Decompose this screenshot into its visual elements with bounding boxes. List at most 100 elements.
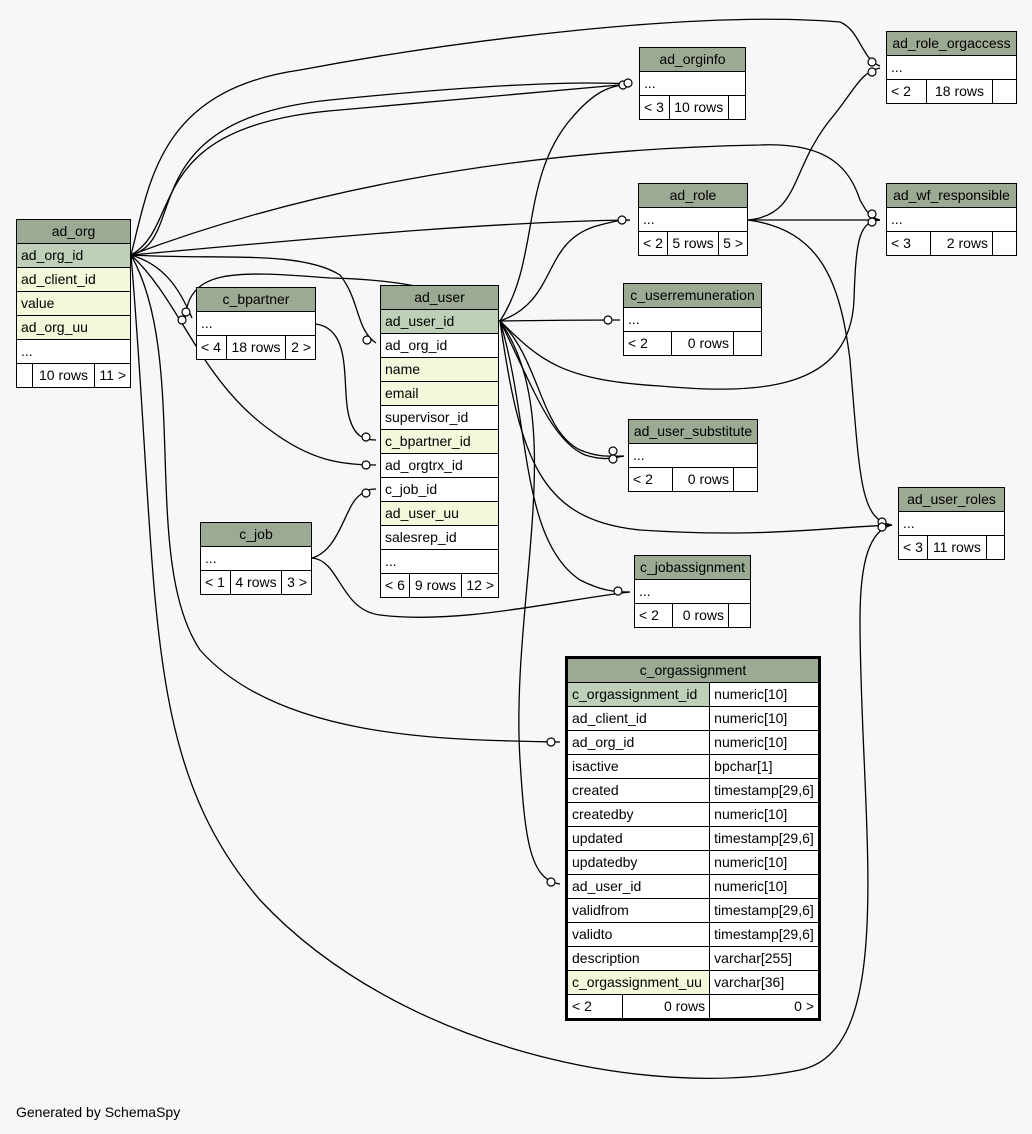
edge-ad-org-ad-user-org	[130, 254, 377, 344]
table-header[interactable]: c_job	[200, 522, 312, 547]
column-type: timestamp[29,6]	[709, 778, 820, 803]
parents-count[interactable]: < 2	[566, 994, 623, 1020]
children-count[interactable]: 2 >	[285, 335, 316, 360]
edge-ad-org-ad-role-orgaccess	[130, 18, 881, 256]
column-row: name	[380, 357, 499, 382]
column-type: varchar[255]	[709, 946, 820, 971]
edge-ad-user-ad-orginfo	[499, 83, 631, 322]
parents-count[interactable]: < 2	[886, 79, 927, 104]
table-header[interactable]: ad_wf_responsible	[886, 183, 1017, 208]
table-header[interactable]: c_jobassignment	[634, 555, 751, 580]
column-name: c_orgassignment_uu	[565, 970, 711, 995]
table-header[interactable]: ad_orginfo	[639, 47, 746, 72]
table-ad-orginfo[interactable]: ad_orginfo ... < 3 10 rows	[639, 47, 746, 120]
parents-count[interactable]: < 2	[637, 231, 669, 256]
parents-count[interactable]: < 1	[200, 570, 231, 595]
edge-ad-org-ad-orginfo	[130, 82, 631, 256]
generated-by-footer: Generated by SchemaSpy	[16, 1104, 181, 1120]
column-row: ...	[639, 71, 746, 96]
table-header[interactable]: ad_role_orgaccess	[886, 31, 1017, 56]
edge-ad-user-c-userremuneration	[499, 319, 621, 322]
children-count[interactable]: 12 >	[460, 573, 500, 598]
table-ad-wf-responsible[interactable]: ad_wf_responsible ... < 3 2 rows	[886, 183, 1017, 256]
table-header[interactable]: ad_user_roles	[898, 487, 1005, 512]
relationship-endpoints	[177, 57, 887, 887]
column-row: ...	[886, 55, 1017, 80]
table-c-job[interactable]: c_job ... < 1 4 rows 3 >	[200, 522, 312, 595]
endpoint-ad-user-bpartner	[361, 432, 371, 442]
children-count	[992, 79, 1017, 104]
table-header[interactable]: ad_user_substitute	[628, 419, 758, 444]
column-name: description	[565, 946, 711, 971]
column-type: numeric[10]	[709, 682, 820, 707]
parents-count[interactable]: < 6	[379, 573, 411, 598]
edge-ad-user-c-orgassignment	[499, 320, 561, 885]
table-ad-user-substitute[interactable]: ad_user_substitute ... < 2 0 rows	[628, 419, 758, 492]
table-header[interactable]: ad_user	[380, 285, 499, 310]
table-c-bpartner[interactable]: c_bpartner ... < 4 18 rows 2 >	[196, 287, 316, 360]
column-name: createdby	[565, 802, 711, 827]
children-count[interactable]: 11 >	[94, 363, 131, 388]
children-count[interactable]: 5 >	[717, 231, 749, 256]
edge-ad-user-ad-user-substitute	[499, 320, 625, 460]
column-row: ...	[200, 546, 312, 571]
edge-ad-org-ad-user-roles	[130, 254, 893, 1079]
column-row: ...	[886, 207, 1017, 232]
column-row: ad_org_uu	[16, 315, 131, 340]
endpoint-ad-user-substitute	[608, 446, 618, 456]
row-count: 0 rows	[672, 467, 734, 492]
table-c-userremuneration[interactable]: c_userremuneration ... < 2 0 rows	[623, 283, 762, 356]
table-header[interactable]: c_userremuneration	[623, 283, 762, 308]
row-count: 5 rows	[667, 231, 719, 256]
parents-count[interactable]: < 3	[639, 95, 670, 120]
endpoint-c-orgassignment-org	[546, 737, 556, 747]
children-count	[728, 95, 746, 120]
column-row: ad_user_id	[380, 309, 499, 334]
column-type: varchar[36]	[709, 970, 820, 995]
column-type: numeric[10]	[709, 874, 820, 899]
children-count	[728, 603, 751, 628]
table-ad-role-orgaccess[interactable]: ad_role_orgaccess ... < 2 18 rows	[886, 31, 1017, 104]
edge-c-job-c-jobassignment	[311, 557, 631, 618]
children-count	[986, 535, 1005, 560]
endpoint-ad-user-roles-b	[877, 522, 887, 532]
row-count: 10 rows	[32, 363, 95, 388]
column-row: ...	[628, 443, 758, 468]
table-c-jobassignment[interactable]: c_jobassignment ... < 2 0 rows	[634, 555, 751, 628]
endpoint-c-userremuneration	[603, 315, 613, 325]
table-header[interactable]: ad_org	[16, 219, 131, 244]
parents-count[interactable]: < 2	[628, 467, 673, 492]
parents-count[interactable]: < 2	[623, 331, 672, 356]
table-header[interactable]: c_bpartner	[196, 287, 316, 312]
column-row: ad_client_id	[16, 267, 131, 292]
endpoint-ad-user-job	[361, 488, 371, 498]
table-ad-user[interactable]: ad_user ad_user_id ad_org_id name email …	[379, 285, 500, 598]
children-count	[733, 331, 762, 356]
row-count: 18 rows	[926, 79, 993, 104]
endpoint-c-bpartner	[181, 307, 191, 317]
row-count: 2 rows	[930, 231, 993, 256]
column-name: validto	[565, 922, 711, 947]
children-count[interactable]: 0 >	[709, 994, 820, 1020]
column-type: timestamp[29,6]	[709, 898, 820, 923]
children-count[interactable]: 3 >	[281, 570, 312, 595]
parents-count[interactable]: < 4	[196, 335, 227, 360]
column-row: ...	[898, 511, 1005, 536]
edge-ad-org-c-orgassignment	[130, 254, 561, 743]
table-ad-user-roles[interactable]: ad_user_roles ... < 3 11 rows	[898, 487, 1005, 560]
table-header[interactable]: c_orgassignment	[566, 657, 820, 683]
edge-ad-user-ad-role	[499, 219, 631, 322]
table-ad-role[interactable]: ad_role ... < 2 5 rows 5 >	[637, 183, 749, 256]
edge-ad-org-ad-wf-responsible	[130, 144, 881, 256]
column-row: ...	[16, 339, 131, 364]
parents-count[interactable]: < 3	[886, 231, 931, 256]
parents-count[interactable]: < 3	[898, 535, 928, 560]
parents-count[interactable]	[16, 363, 33, 388]
parents-count[interactable]: < 2	[634, 603, 673, 628]
column-row: ...	[196, 311, 316, 336]
table-ad-org[interactable]: ad_org ad_org_id ad_client_id value ad_o…	[16, 219, 131, 388]
column-row: ...	[380, 549, 499, 574]
table-header[interactable]: ad_role	[638, 183, 748, 208]
